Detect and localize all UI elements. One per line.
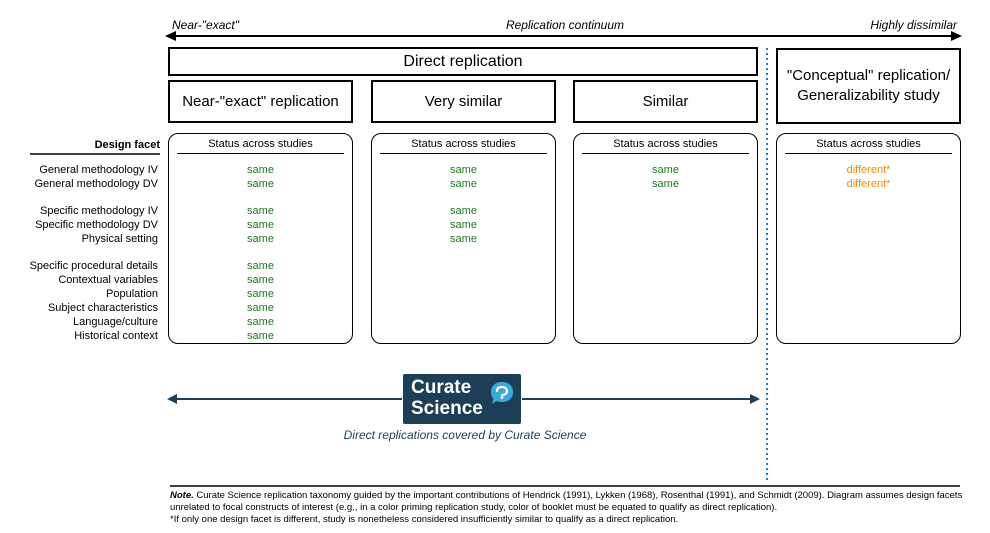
continuum-right-label: Highly dissimilar [870, 18, 957, 32]
facet-label: Specific methodology IV [39, 205, 158, 217]
status-cell: same [450, 233, 477, 245]
category-near-exact: Near-"exact" replication [168, 80, 353, 123]
status-cell: same [247, 164, 274, 176]
facet-label: Specific methodology DV [35, 219, 158, 231]
facet-label: Specific procedural details [29, 260, 158, 272]
status-cell-different: different* [846, 178, 891, 190]
status-cell: same [450, 219, 477, 231]
status-header: Status across studies [785, 138, 952, 154]
direct-replication-header: Direct replication [168, 47, 758, 76]
status-cell: same [450, 164, 477, 176]
status-cell: same [652, 178, 679, 190]
note-footnote: *If only one design facet is different, … [170, 514, 679, 525]
status-cell: same [247, 288, 274, 300]
continuum-arrow-right-head [951, 31, 962, 41]
design-facet-header: Design facet [94, 139, 160, 151]
facet-label: Historical context [74, 330, 158, 342]
status-cell: same [652, 164, 679, 176]
status-panel-similar: Status across studies same same [573, 133, 758, 344]
continuum-arrow-left-head [165, 31, 176, 41]
status-header: Status across studies [582, 138, 749, 154]
status-cell: same [450, 178, 477, 190]
facet-label: Population [106, 288, 158, 300]
facet-label: Language/culture [72, 316, 158, 328]
continuum-left-label: Near-"exact" [172, 18, 239, 32]
status-panel-near-exact: Status across studies same same same sam… [168, 133, 353, 344]
note-label: Note. [170, 490, 194, 501]
status-cell: same [247, 330, 274, 342]
speech-bubble-curate-icon [491, 382, 513, 404]
status-cell: same [247, 316, 274, 328]
status-cell: same [247, 260, 274, 272]
status-cell: same [247, 219, 274, 231]
coverage-caption: Direct replications covered by Curate Sc… [343, 428, 587, 442]
category-conceptual: "Conceptual" replication/ Generalizabili… [776, 48, 961, 124]
category-very-similar: Very similar [371, 80, 556, 123]
coverage-arrow-right-head [750, 394, 760, 404]
status-header: Status across studies [380, 138, 547, 154]
facet-label: General methodology IV [39, 164, 158, 176]
coverage-arrow-left-head [167, 394, 177, 404]
curate-science-logo: Curate Science [403, 374, 521, 424]
status-panel-very-similar: Status across studies same same same sam… [371, 133, 556, 344]
category-similar: Similar [573, 80, 758, 123]
facet-label: General methodology DV [34, 178, 158, 190]
status-cell: same [247, 178, 274, 190]
facet-label: Physical setting [81, 233, 158, 245]
logo-text-line1: Curate [411, 377, 472, 398]
continuum-center-label: Replication continuum [505, 18, 625, 32]
facet-label: Contextual variables [58, 274, 158, 286]
status-header: Status across studies [177, 138, 344, 154]
facet-label: Subject characteristics [47, 302, 158, 314]
status-cell: same [247, 302, 274, 314]
status-cell: same [247, 205, 274, 217]
status-cell: same [247, 233, 274, 245]
note-text: Curate Science replication taxonomy guid… [170, 490, 963, 513]
status-cell-different: different* [846, 164, 891, 176]
status-cell: same [450, 205, 477, 217]
note-block: Note. Curate Science replication taxonom… [170, 490, 970, 526]
logo-text-line2: Science [411, 398, 483, 419]
status-cell: same [247, 274, 274, 286]
status-panel-conceptual: Status across studies different* differe… [776, 133, 961, 344]
